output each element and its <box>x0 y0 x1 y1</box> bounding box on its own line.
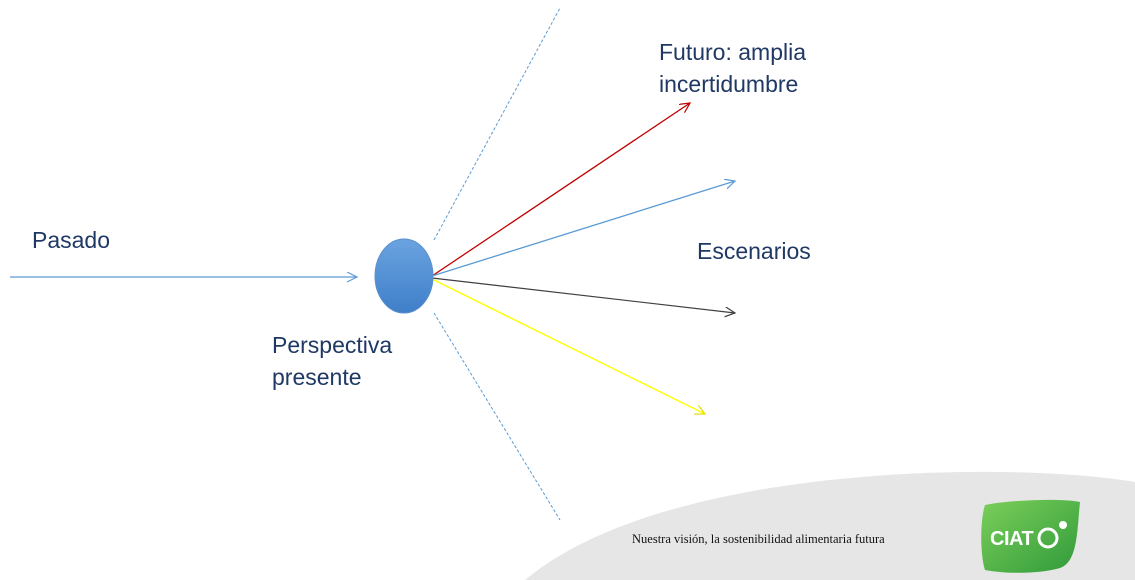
present-label-line2: presente <box>272 364 362 390</box>
scenario-arrow-red <box>431 103 690 277</box>
ciat-logo-50-icon <box>1037 527 1059 549</box>
present-label-line1: Perspectiva <box>272 332 393 358</box>
scenario-arrow-yellow <box>431 278 705 414</box>
past-label: Pasado <box>32 227 111 253</box>
scenario-arrow-black <box>431 277 735 313</box>
cone-lower-edge <box>433 312 561 521</box>
ciat-logo-seal-icon <box>1059 521 1067 529</box>
footer-tagline: Nuestra visión, la sostenibilidad alimen… <box>632 532 885 546</box>
scenarios-label: Escenarios <box>697 238 811 264</box>
future-label: Futuro: amplia incertidumbre <box>659 36 806 100</box>
cone-upper-edge <box>433 7 561 241</box>
present-label: Perspectiva presente <box>272 329 392 393</box>
present-node <box>374 238 434 314</box>
ciat-logo-leaf <box>981 499 1080 573</box>
scenario-arrow-blue <box>431 181 735 277</box>
future-label-line1: Futuro: amplia <box>659 39 807 65</box>
future-label-line2: incertidumbre <box>659 71 799 97</box>
ciat-logo-text: CIAT <box>990 528 1034 550</box>
